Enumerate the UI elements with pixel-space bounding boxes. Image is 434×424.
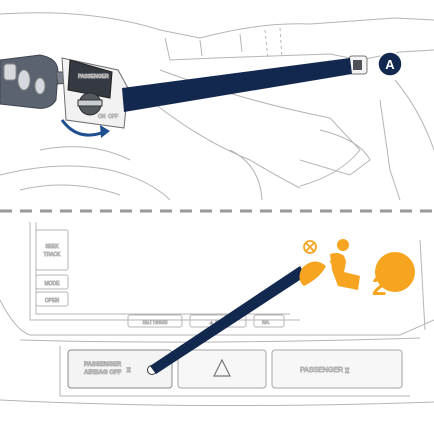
- bottom-panel: SEEK TRACK MODE OPEN SETTINGS ▲ INFO NA …: [0, 222, 434, 406]
- settings-label: SETTINGS: [142, 320, 168, 326]
- nav-label: NA: [262, 320, 270, 326]
- dashboard-upper-edge: [0, 13, 434, 38]
- dash-right-curve: [395, 80, 434, 150]
- airbag-off-warning-symbol: 2: [299, 239, 386, 301]
- mode-label: MODE: [45, 281, 61, 287]
- glovebox-latch-lines: [200, 34, 242, 56]
- track-label: TRACK: [44, 252, 62, 258]
- key-switch-block: PASSENGER ON OFF: [62, 58, 128, 128]
- glovebox-hinge: [300, 130, 370, 175]
- pillar-line: [380, 100, 400, 200]
- cross-mark: [306, 243, 314, 251]
- switch-position-off: OFF: [108, 114, 118, 120]
- key-slot: [78, 100, 102, 106]
- switch-position-on: ON: [98, 114, 106, 120]
- seek-track-button: [36, 230, 68, 270]
- open-label: OPEN: [45, 298, 60, 304]
- seat-outline: [0, 166, 170, 200]
- indicator-lamp-lit: [375, 252, 415, 292]
- nav-button: [254, 315, 284, 327]
- glovebox-lower-curve: [150, 100, 300, 188]
- console-mid-line: [20, 338, 420, 342]
- switch-label: PASSENGER: [78, 74, 109, 80]
- seat-crease-2: [20, 185, 120, 195]
- callout-wedge-top: [122, 58, 352, 112]
- passenger-seat-icon: ♖: [344, 367, 350, 375]
- callout-a-letter: A: [385, 57, 395, 72]
- dash-dotted-lines: [265, 28, 282, 60]
- top-panel: PASSENGER ON OFF: [0, 13, 434, 200]
- key-fob-button: [4, 64, 16, 80]
- key-fob-button: [35, 78, 45, 94]
- airbag-seat-icon: ♖: [126, 367, 131, 374]
- glovebox-top-edge: [165, 38, 360, 60]
- person-head: [337, 239, 349, 251]
- passenger-button-label: PASSENGER: [300, 367, 343, 374]
- seek-label: SEEK: [45, 244, 59, 250]
- airbag-button-label-2: AIRBAG OFF: [84, 370, 122, 376]
- glovebox-switch-slot: [353, 60, 362, 70]
- floor-curve: [230, 150, 262, 200]
- key-fob: [0, 55, 58, 108]
- seat-crease-1: [40, 147, 130, 160]
- key-fob-button: [18, 70, 30, 90]
- person-body: [330, 253, 360, 290]
- console-lower-line: [0, 400, 434, 406]
- airbag-button-label-1: PASSENGER: [84, 362, 122, 368]
- airbag-shape: [299, 261, 326, 286]
- callout-a: A: [378, 52, 402, 76]
- console-right-line: [420, 240, 425, 330]
- hazard-button: [178, 350, 266, 388]
- turn-arrow-head: [100, 125, 110, 138]
